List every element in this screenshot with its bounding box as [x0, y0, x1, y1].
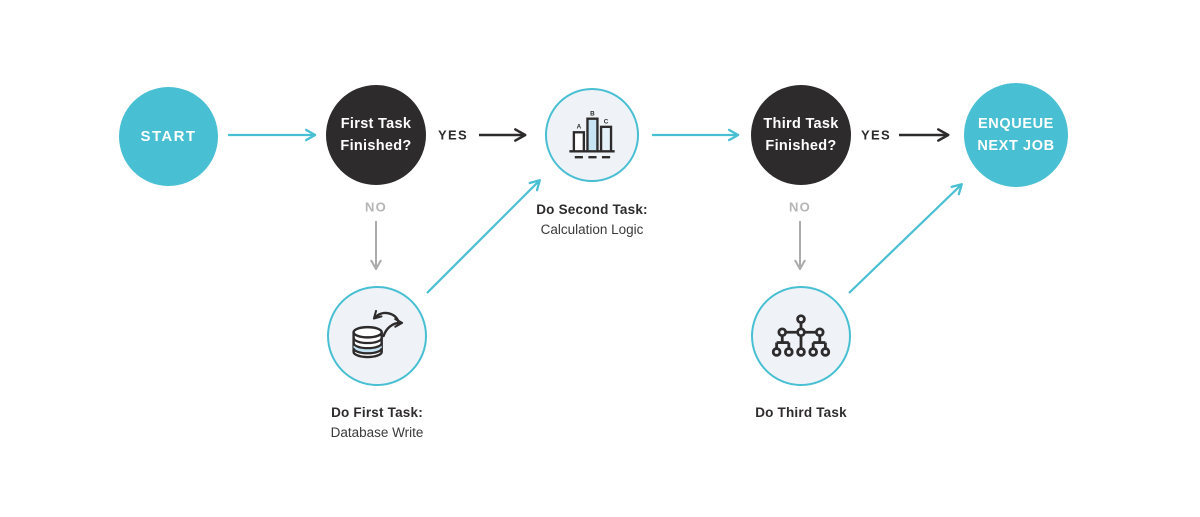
bar-b-label: B: [590, 111, 595, 118]
yes-label-third: YES: [861, 127, 891, 143]
no-label-third: NO: [788, 199, 812, 215]
bar-a-label: A: [577, 124, 582, 131]
first-task-caption-title: Do First Task:: [331, 405, 423, 420]
bar-c-label: C: [604, 119, 609, 126]
start-node[interactable]: START: [119, 87, 218, 186]
first-task-decision-label: First Task Finished?: [340, 115, 412, 154]
start-node-label: START: [140, 127, 197, 145]
first-task-caption-subtitle: Database Write: [330, 425, 424, 440]
database-sync-icon: [352, 309, 404, 359]
bar-chart-icon: A B C: [569, 111, 615, 159]
third-task-caption: Do Third Task: [691, 405, 911, 420]
yes-label-first: YES: [438, 127, 468, 143]
second-task-caption-subtitle: Calculation Logic: [540, 222, 644, 237]
no-label-first: NO: [364, 199, 388, 215]
arrow-third-task-to-enqueue: [848, 183, 963, 294]
arrow-first-task-to-second-task: [426, 179, 541, 294]
third-task-decision-node[interactable]: Third Task Finished?: [751, 85, 851, 185]
first-task-node[interactable]: [327, 286, 427, 386]
hierarchy-icon: [771, 314, 831, 357]
second-task-caption: Do Second Task: Calculation Logic: [482, 202, 702, 237]
second-task-caption-title: Do Second Task:: [536, 202, 648, 217]
third-task-decision-label: Third Task Finished?: [763, 115, 839, 154]
third-task-caption-title: Do Third Task: [755, 405, 847, 420]
second-task-node[interactable]: A B C: [545, 88, 639, 182]
enqueue-next-job-node[interactable]: ENQUEUE NEXT JOB: [964, 83, 1068, 187]
first-task-caption: Do First Task: Database Write: [267, 405, 487, 440]
first-task-decision-node[interactable]: First Task Finished?: [326, 85, 426, 185]
enqueue-next-job-label: ENQUEUE NEXT JOB: [977, 115, 1055, 154]
third-task-node[interactable]: [751, 286, 851, 386]
